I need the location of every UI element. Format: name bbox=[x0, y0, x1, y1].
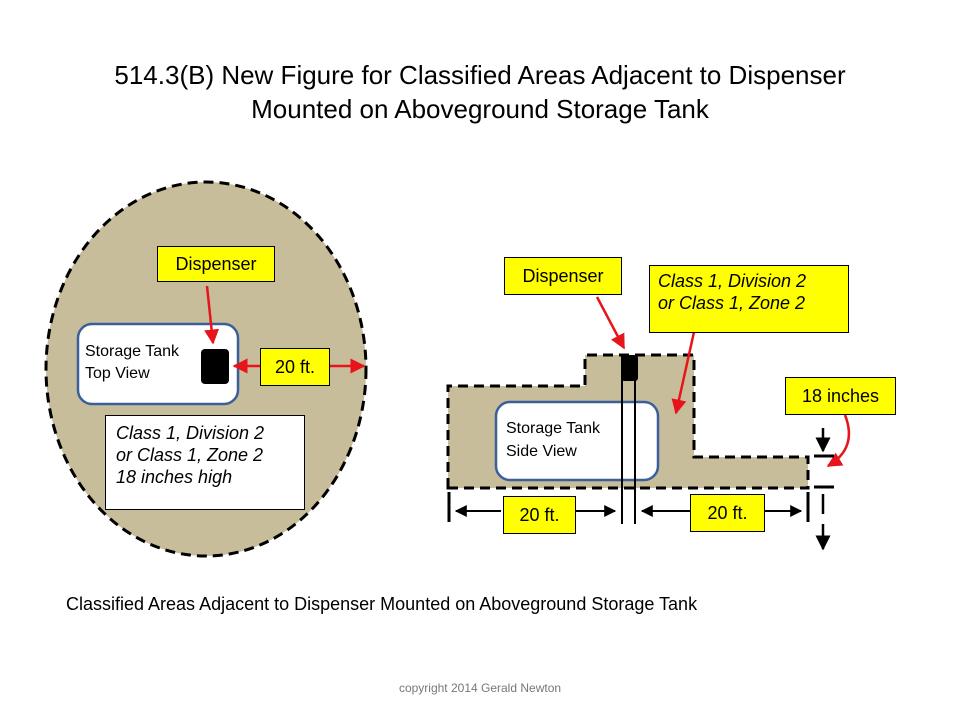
side-view-height-arrow bbox=[826, 414, 851, 468]
side-view-right-distance-callout: 20 ft. bbox=[690, 494, 765, 532]
top-view-tank-label-line-1: Storage Tank bbox=[85, 343, 179, 360]
title-line-1: 514.3(B) New Figure for Classified Areas… bbox=[114, 60, 846, 90]
side-view-tank-label-line-1: Storage Tank bbox=[506, 420, 600, 437]
top-view-area-line-1: Class 1, Division 2 bbox=[116, 423, 265, 443]
slide-title: 514.3(B) New Figure for Classified Areas… bbox=[0, 58, 960, 126]
figure-caption: Classified Areas Adjacent to Dispenser M… bbox=[66, 594, 698, 614]
top-view-distance-callout: 20 ft. bbox=[260, 348, 330, 386]
side-view-area-line-2: or Class 1, Zone 2 bbox=[658, 293, 806, 313]
side-view-height-callout: 18 inches bbox=[785, 377, 896, 415]
side-view-dispenser-arrow bbox=[595, 296, 626, 350]
side-view-area-arrow bbox=[671, 331, 696, 415]
side-view-dispenser-callout: Dispenser bbox=[504, 257, 622, 295]
side-view-left-distance-callout: 20 ft. bbox=[503, 496, 576, 534]
side-view-area-callout: Class 1, Division 2 or Class 1, Zone 2 bbox=[649, 265, 849, 333]
top-view-area-line-2: or Class 1, Zone 2 bbox=[116, 445, 264, 465]
title-line-2: Mounted on Aboveground Storage Tank bbox=[251, 94, 709, 124]
side-view-storage-tank bbox=[494, 400, 660, 482]
side-view-tank-label-line-2: Side View bbox=[506, 443, 577, 460]
side-view-dispenser-block bbox=[621, 355, 638, 381]
side-view-area-line-1: Class 1, Division 2 bbox=[658, 271, 807, 291]
copyright-notice: copyright 2014 Gerald Newton bbox=[398, 681, 562, 695]
side-view-tank-label: Storage Tank Side View bbox=[506, 417, 646, 463]
top-view-tank-label: Storage Tank Top View bbox=[85, 341, 215, 385]
top-view-dispenser-block bbox=[201, 349, 229, 384]
top-view-dispenser-callout: Dispenser bbox=[157, 246, 275, 282]
top-view-area-callout: Class 1, Division 2 or Class 1, Zone 2 1… bbox=[105, 415, 305, 510]
top-view-area-line-3: 18 inches high bbox=[116, 467, 233, 487]
top-view-dispenser-arrow bbox=[204, 285, 220, 345]
top-view-tank-label-line-2: Top View bbox=[85, 365, 150, 382]
